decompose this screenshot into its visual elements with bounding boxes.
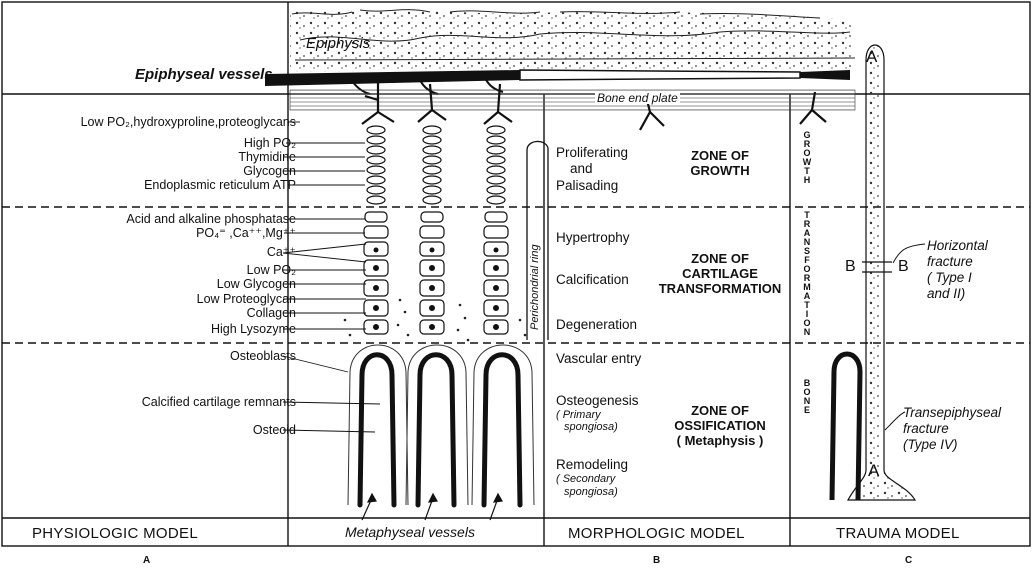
panel-letter-b: B [653, 556, 660, 566]
factor-high-po2: High PO₂ [244, 137, 296, 150]
factor-collagen: Collagen [247, 307, 296, 320]
osteoblast-lining [348, 345, 534, 505]
factor-po4-ca-mg: PO₄⁼ ,Ca⁺⁺,Mg⁺⁺ [196, 227, 296, 240]
stage-secondary-spongiosa: spongiosa) [564, 487, 618, 498]
metaphyseal-vessels [360, 355, 520, 505]
morphologic-model-title: MORPHOLOGIC MODEL [568, 526, 745, 541]
factor-ca: Ca⁺⁺ [267, 246, 296, 259]
factor-phosphatase: Acid and alkaline phosphatase [126, 213, 296, 226]
factor-thymidine: Thymidine [238, 151, 296, 164]
trauma-vertical-bone: BONE [802, 378, 811, 414]
stage-secondary: ( Secondary [556, 474, 615, 485]
cartilage-columns [364, 126, 508, 334]
trauma-marker-a-top: A [866, 48, 877, 65]
horizontal-fracture-label: Horizontal fracture ( Type I and II) [927, 238, 988, 302]
factor-high-lysozyme: High Lysozyme [211, 323, 296, 336]
metaphyseal-vessels-label: Metaphyseal vessels [345, 525, 475, 539]
stage-primary-spongiosa: spongiosa) [564, 422, 618, 433]
stage-degeneration: Degeneration [556, 318, 637, 332]
stage-palisading: Palisading [556, 179, 618, 193]
physiologic-model-title: PHYSIOLOGIC MODEL [32, 526, 198, 541]
factor-glycogen: Glycogen [243, 165, 296, 178]
physiologic-pointers [283, 122, 380, 432]
trauma-vertical-growth: GROWTH [802, 130, 811, 184]
trauma-model-title: TRAUMA MODEL [836, 526, 960, 541]
stage-and: and [570, 162, 593, 176]
panel-letter-c: C [905, 556, 912, 566]
factor-low-po2: Low PO₂ [247, 264, 296, 277]
factor-low-glycogen: Low Glycogen [217, 278, 296, 291]
transepiphyseal-fracture-label: Transepiphyseal fracture (Type IV) [903, 405, 1001, 453]
trauma-vertical-transformation: TRANSFORMATION [802, 210, 811, 336]
stage-remodeling: Remodeling [556, 458, 628, 472]
epiphysis-label: Epiphysis [306, 36, 370, 51]
stage-osteogenesis: Osteogenesis [556, 394, 639, 408]
factor-osteoblasts: Osteoblasts [230, 350, 296, 363]
factor-osteoid: Osteoid [253, 424, 296, 437]
bone-end-plate-label: Bone end plate [595, 92, 680, 104]
stage-hypertrophy: Hypertrophy [556, 231, 630, 245]
zone-of-ossification-label: ZONE OF OSSIFICATION ( Metaphysis ) [666, 403, 774, 448]
metaphyseal-vessel-arrows [362, 494, 502, 520]
panel-letter-a: A [143, 556, 150, 566]
zone-of-growth-label: ZONE OF GROWTH [672, 148, 768, 178]
factor-endoplasmic-reticulum-atp: Endoplasmic reticulum ATP [144, 179, 296, 192]
epiphysis-region [290, 9, 855, 72]
epiphyseal-vessels-label: Epiphyseal vessels [135, 67, 273, 82]
factor-calcified-cartilage-remnants: Calcified cartilage remnants [142, 396, 296, 409]
zone-of-cartilage-transformation-label: ZONE OF CARTILAGE TRANSFORMATION [652, 251, 788, 296]
stage-calcification: Calcification [556, 273, 629, 287]
factor-low-po2-hydroxyproline: Low PO₂,hydroxyproline,proteoglycans [81, 116, 296, 129]
perichondrial-ring-label: Perichondrial ring [530, 244, 541, 330]
trauma-marker-a-bottom: A [868, 462, 879, 479]
trauma-marker-b-left: B [845, 259, 856, 275]
stage-vascular-entry: Vascular entry [556, 352, 641, 366]
stage-primary: ( Primary [556, 410, 601, 421]
trauma-marker-b-right: B [898, 259, 909, 275]
factor-low-proteoglycan: Low Proteoglycan [197, 293, 296, 306]
stage-proliferating: Proliferating [556, 146, 628, 160]
